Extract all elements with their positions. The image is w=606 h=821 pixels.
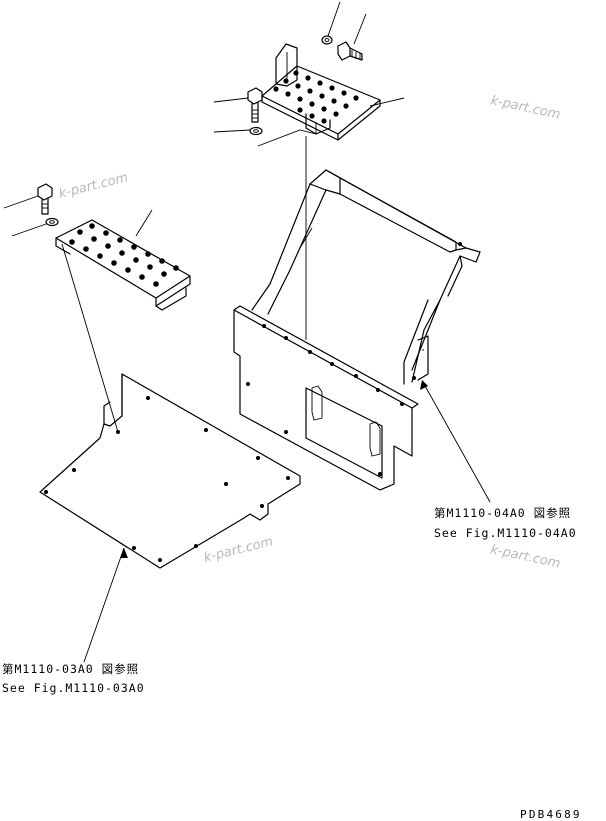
ref-label-right: 第M1110-04A0 図参照 See Fig.M1110-04A0	[434, 506, 577, 540]
ref-left-en: See Fig.M1110-03A0	[2, 681, 145, 695]
seat-frame	[233, 169, 481, 491]
bolt-mid-left	[247, 87, 263, 123]
left-step-plate	[55, 219, 191, 311]
washer-mid-left	[249, 126, 263, 136]
watermark-top-right: k-part.com	[489, 93, 561, 122]
washer-left	[45, 217, 59, 227]
washer-top	[321, 35, 333, 45]
floor-plate	[39, 373, 301, 569]
drawing-code: PDB4689	[520, 808, 582, 821]
ref-right-en: See Fig.M1110-04A0	[434, 526, 577, 540]
ref-right-jp: 第M1110-04A0 図参照	[434, 506, 571, 520]
watermark-right-label: k-part.com	[489, 542, 561, 571]
bolt-top	[337, 41, 363, 61]
watermark-left: k-part.com	[57, 170, 129, 202]
watermark-bottom-center: k-part.com	[202, 534, 274, 566]
ref-label-left: 第M1110-03A0 図参照 See Fig.M1110-03A0	[2, 662, 145, 695]
bolt-left	[37, 183, 53, 215]
upper-step-bracket	[261, 43, 381, 141]
ref-left-jp: 第M1110-03A0 図参照	[2, 662, 139, 676]
